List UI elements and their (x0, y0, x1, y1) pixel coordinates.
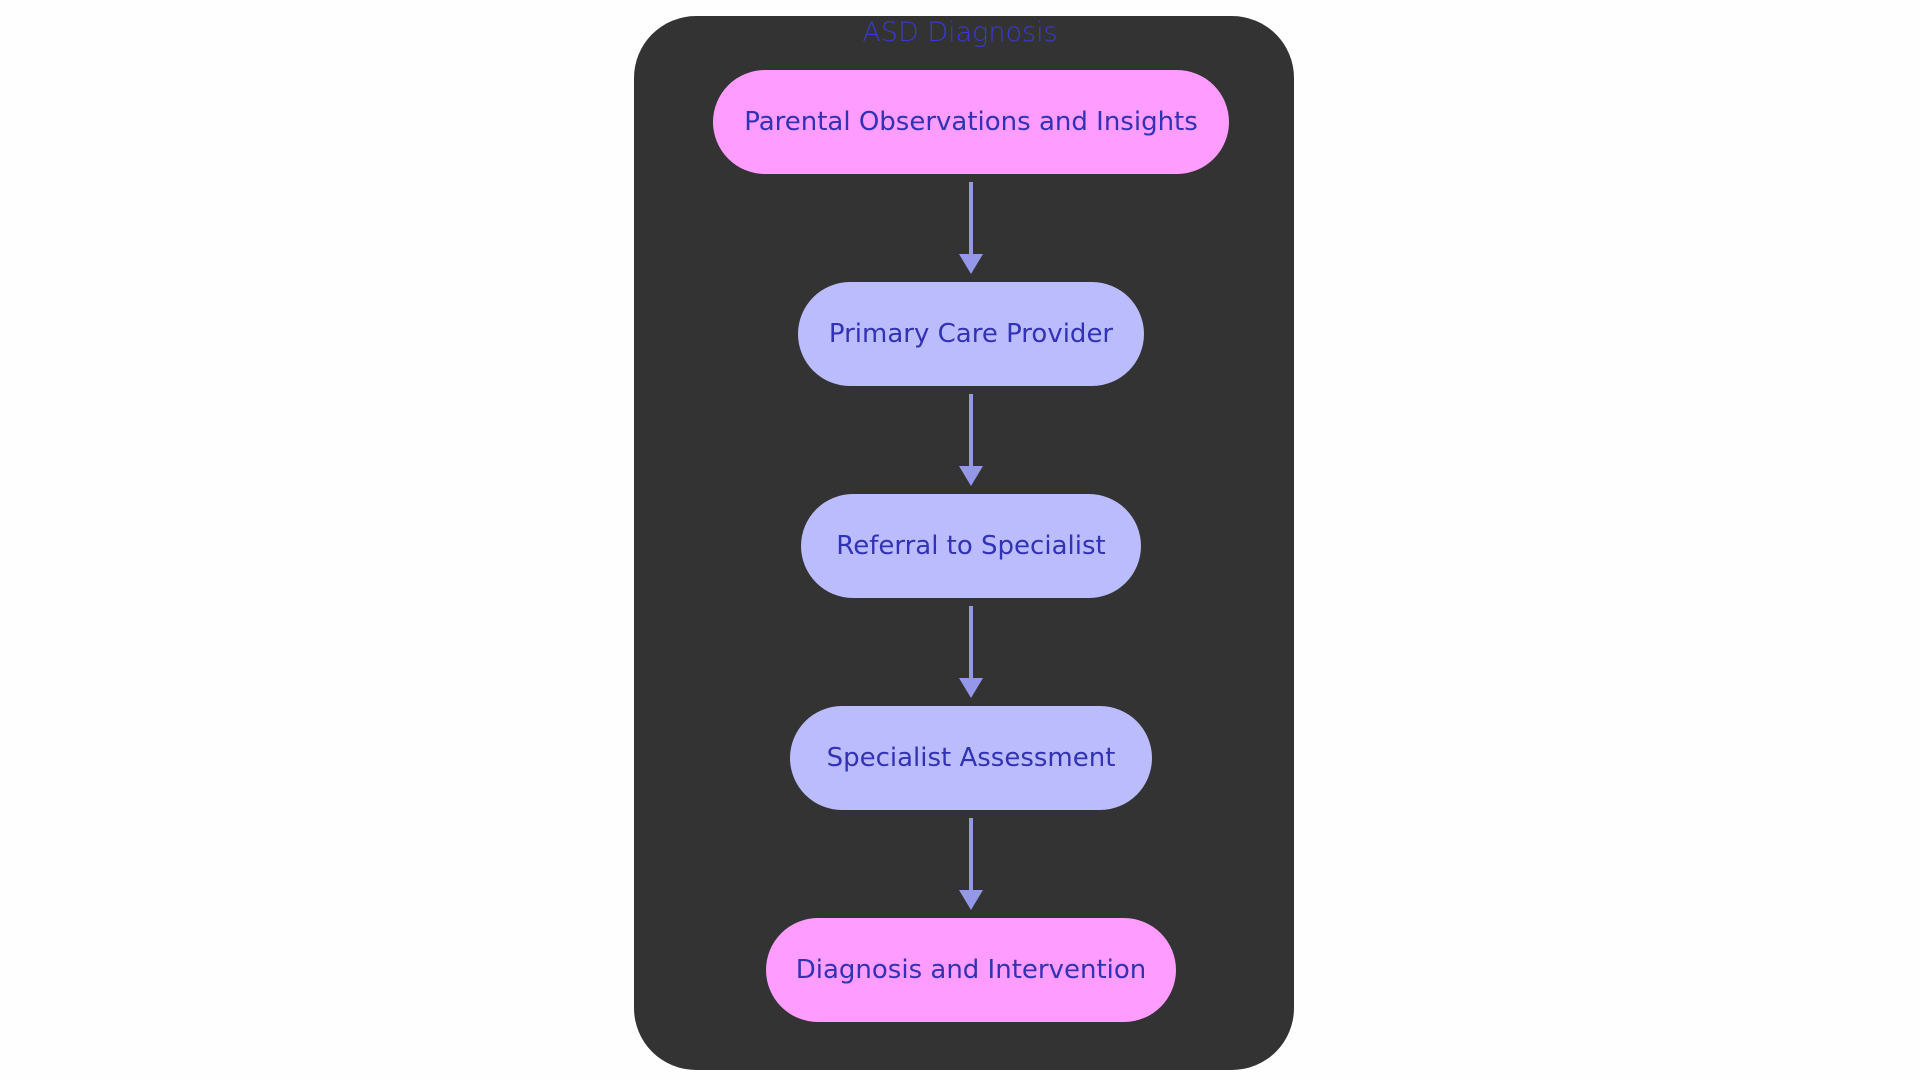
node-parental-observations[interactable]: Parental Observations and Insights (713, 70, 1229, 174)
node-primary-care-provider[interactable]: Primary Care Provider (798, 282, 1144, 386)
node-referral-to-specialist[interactable]: Referral to Specialist (801, 494, 1141, 598)
cluster-title: ASD Diagnosis (862, 17, 1058, 48)
node-diagnosis-and-intervention[interactable]: Diagnosis and Intervention (766, 918, 1176, 1022)
node-specialist-assessment[interactable]: Specialist Assessment (790, 706, 1152, 810)
